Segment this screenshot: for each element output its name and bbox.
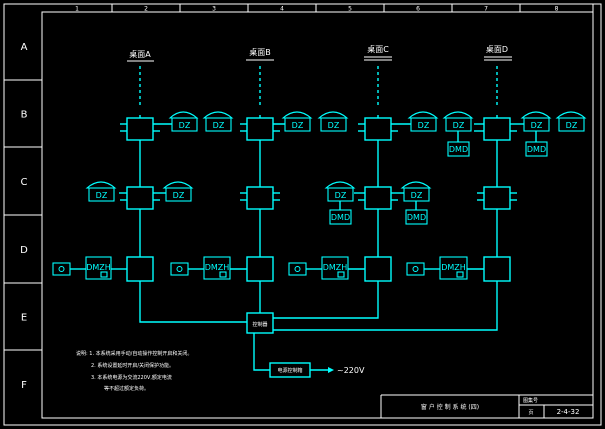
dmd-module-3: DMD <box>447 141 470 157</box>
dz-label: DZ <box>411 191 423 200</box>
junction-box-a-b <box>126 117 154 141</box>
junction-box-c-b <box>364 117 392 141</box>
dz-label: DZ <box>453 121 465 130</box>
grid-row-label: B <box>21 110 28 121</box>
junction-boxes <box>126 117 511 282</box>
dmd-modules: DMD DMD DMD DMD <box>329 141 548 225</box>
inner-border <box>41 11 594 419</box>
junction-box-b-b <box>246 117 274 141</box>
dz-label: DZ <box>173 191 185 200</box>
dmzh-unit-1: DMZH <box>85 256 112 280</box>
dz-actuator-b8: DZ <box>555 111 587 132</box>
dmzh-label: DMZH <box>441 263 466 272</box>
dz-actuator-b5: DZ <box>407 111 439 132</box>
grid-col-label: 1 <box>75 6 79 13</box>
drawing-code: 2-4-32 <box>557 408 580 416</box>
note-line-2: 2. 系统设置延时开启/关闭保护功能。 <box>91 362 174 369</box>
dmzh-label: DMZH <box>323 263 348 272</box>
junction-box-d-b <box>483 117 511 141</box>
grid-col-label: 7 <box>484 6 488 13</box>
zone-label-b: 桌面B <box>249 47 271 57</box>
dmzh-unit-3: DMZH <box>321 256 349 280</box>
sensor-1 <box>52 262 71 276</box>
dz-label: DZ <box>96 191 108 200</box>
dmd-module-2: DMD <box>405 209 428 225</box>
grid-col-label: 2 <box>144 6 148 13</box>
grid-row-label: A <box>21 42 28 53</box>
dmd-module-1: DMD <box>329 209 352 225</box>
junction-box-b-d <box>246 256 274 282</box>
dz-actuator-b2: DZ <box>202 111 234 132</box>
junction-box-d-c <box>483 186 511 210</box>
grid-row-label: E <box>21 313 27 324</box>
dz-label: DZ <box>531 121 543 130</box>
dmd-module-4: DMD <box>525 141 548 157</box>
title-block: 窗 户 控 制 系 统 (四) 图集号 页 2-4-32 <box>380 394 593 418</box>
junction-box-c-c <box>364 186 392 210</box>
dz-actuator-c3: DZ <box>324 181 356 202</box>
sensor-4 <box>406 262 425 276</box>
sheet-number-label: 图集号 <box>523 397 538 404</box>
junction-box-d-d <box>483 256 511 282</box>
controller-label: 控制器 <box>252 321 267 328</box>
dz-actuator-b4: DZ <box>317 111 349 132</box>
grid-col-label: 6 <box>416 6 420 13</box>
drawing-title: 窗 户 控 制 系 统 (四) <box>421 403 479 411</box>
dz-actuator-b7: DZ <box>520 111 552 132</box>
zone-label-d: 桌面D <box>486 44 508 54</box>
dz-actuators: DZ DZ DZ DZ DZ DZ DZ DZ DZ DZ DZ DZ <box>85 111 587 202</box>
dz-label: DZ <box>328 121 340 130</box>
dz-actuator-b3: DZ <box>281 111 313 132</box>
controller-unit: 控制器 <box>246 312 274 334</box>
dz-actuator-c1: DZ <box>85 181 117 202</box>
grid-col-label: 4 <box>280 6 284 13</box>
power-box-label: 电源控制箱 <box>277 367 302 374</box>
notes: 说明: 1. 本系统采用手动/自动操作控制开启和关闭。 2. 系统设置延时开启/… <box>76 350 192 392</box>
power-control-box: 电源控制箱 ~220V <box>269 362 365 378</box>
dz-actuator-b1: DZ <box>168 111 199 132</box>
sensor-3 <box>288 262 307 276</box>
junction-box-b-c <box>246 186 274 210</box>
grid-col-label: 5 <box>348 6 352 13</box>
grid-col-label: 3 <box>212 6 216 13</box>
dmd-label: DMD <box>449 145 468 154</box>
dmzh-unit-4: DMZH <box>439 256 468 280</box>
zone-label-a: 桌面A <box>129 49 151 59</box>
dmzh-unit-2: DMZH <box>203 256 231 280</box>
note-line-3: 3. 本系统电源为交流220V,额定电流 <box>91 374 172 381</box>
junction-box-a-c <box>126 186 154 210</box>
grid-row-label: F <box>21 380 27 391</box>
grid-row-label: C <box>21 177 28 188</box>
dz-label: DZ <box>418 121 430 130</box>
dmzh-label: DMZH <box>205 263 230 272</box>
junction-box-c-d <box>364 256 392 282</box>
dz-label: DZ <box>213 121 225 130</box>
dz-label: DZ <box>292 121 304 130</box>
grid-layer: A B C D E F 1 2 3 4 5 6 7 8 <box>4 4 594 391</box>
outer-border <box>3 3 602 426</box>
zone-label-c: 桌面C <box>367 44 389 54</box>
wiring-layer <box>70 66 537 373</box>
note-line-1: 说明: 1. 本系统采用手动/自动操作控制开启和关闭。 <box>76 350 192 357</box>
dz-actuator-b6: DZ <box>442 111 474 132</box>
voltage-label: ~220V <box>337 366 365 375</box>
dmzh-label: DMZH <box>86 263 111 272</box>
dz-actuator-c2: DZ <box>162 181 194 202</box>
grid-col-label: 8 <box>555 6 559 13</box>
dz-label: DZ <box>566 121 578 130</box>
junction-box-a-d <box>126 256 154 282</box>
note-line-4: 等不超过额定负荷。 <box>104 385 149 392</box>
dmd-label: DMD <box>527 145 546 154</box>
dz-actuator-c4: DZ <box>400 181 432 202</box>
sensor-2 <box>170 262 189 276</box>
dmd-label: DMD <box>407 213 426 222</box>
dmd-label: DMD <box>331 213 350 222</box>
dz-label: DZ <box>179 121 191 130</box>
dz-label: DZ <box>335 191 347 200</box>
zone-headings: 桌面A 桌面B 桌面C 桌面D <box>127 44 512 62</box>
grid-row-label: D <box>20 245 28 256</box>
dmzh-units: DMZH DMZH DMZH DMZH <box>52 256 468 280</box>
page-label: 页 <box>528 410 533 416</box>
